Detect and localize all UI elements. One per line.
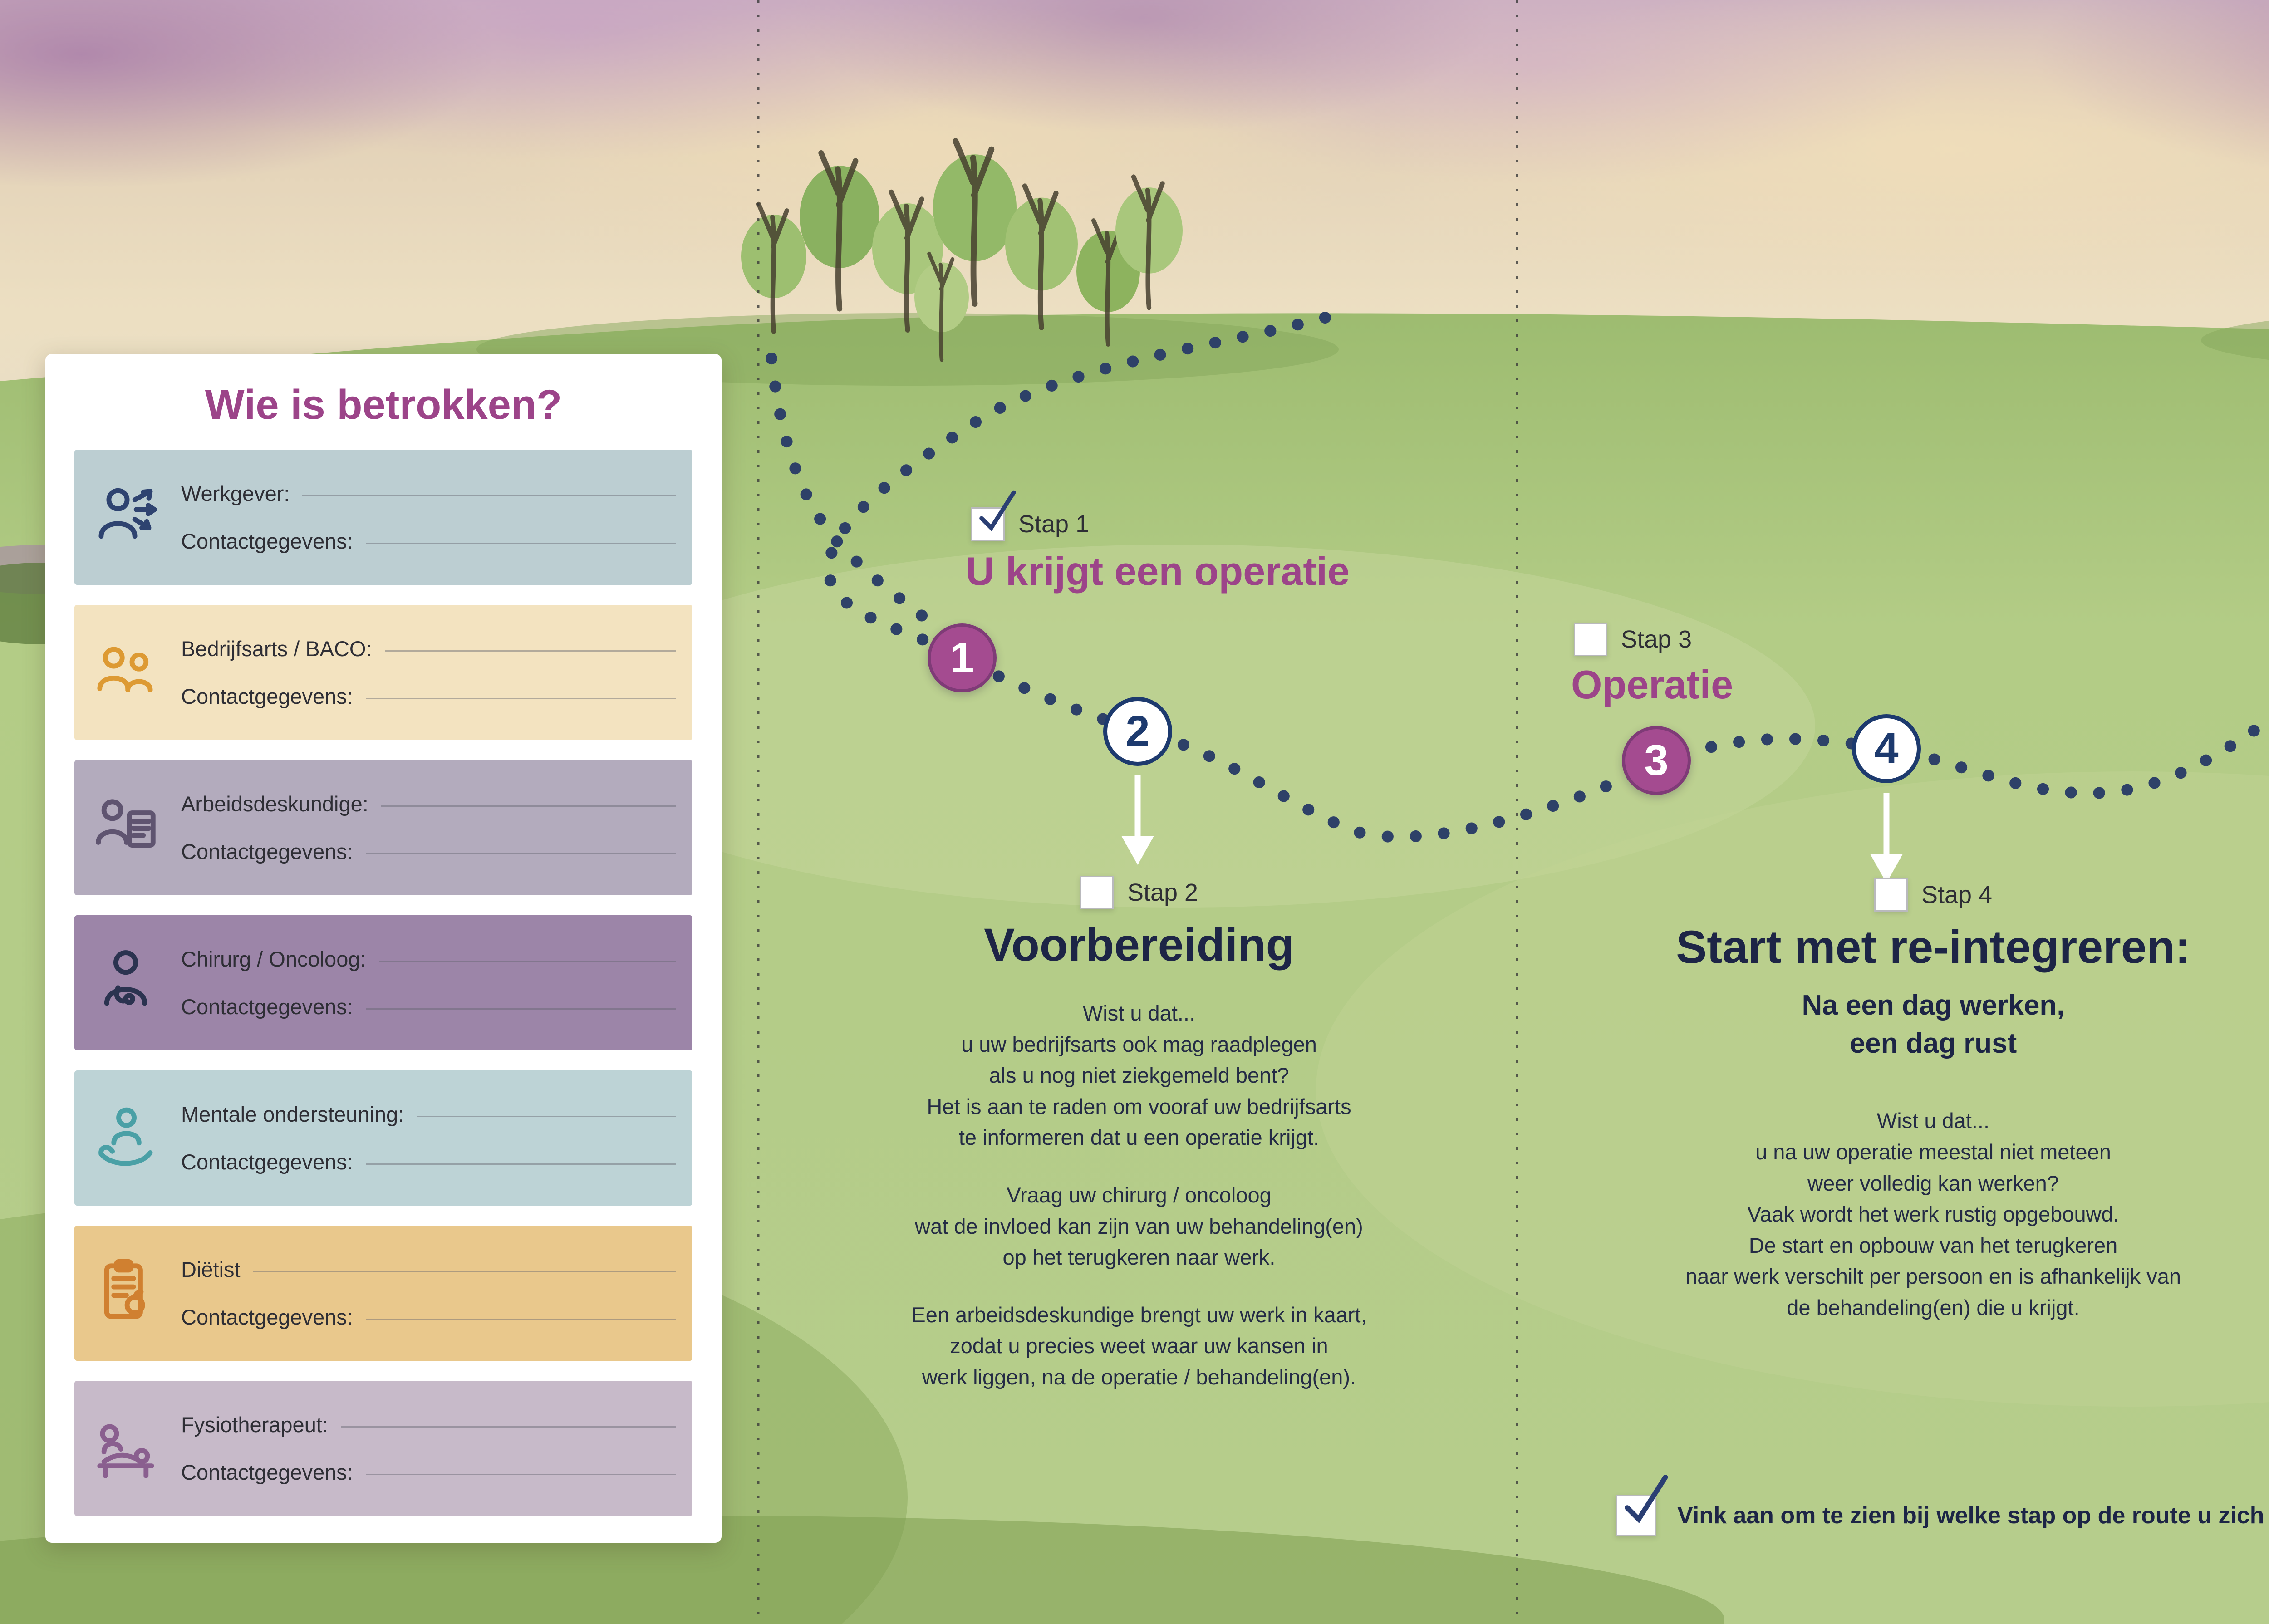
step2-title: Voorbereiding — [984, 919, 1294, 971]
contact-label: Arbeidsdeskundige: — [181, 792, 368, 816]
route-circle-4: 4 — [1852, 714, 1921, 783]
circle-number: 4 — [1874, 724, 1899, 773]
checkmark-icon — [1625, 1475, 1668, 1523]
fill-in-line — [365, 853, 676, 854]
fill-in-line — [417, 1116, 676, 1117]
fill-in-line — [365, 543, 676, 544]
route-legend: Vink aan om te zien bij welke stap op de… — [1616, 1475, 2269, 1536]
arrow-down-icon — [1121, 775, 1903, 883]
fill-in-line — [302, 495, 676, 496]
step2-checkbox[interactable] — [1080, 876, 1114, 909]
step4-subtitle: Na een dag werken, een dag rust — [1802, 990, 2065, 1059]
employer-icon — [87, 479, 164, 556]
fill-in-line — [340, 1426, 676, 1428]
contact-details-label: Contactgegevens: — [181, 995, 353, 1019]
legend-checkbox[interactable] — [1616, 1475, 1668, 1536]
fill-in-line — [365, 1163, 676, 1165]
step3-checkbox[interactable] — [1574, 623, 1607, 656]
fill-in-line — [365, 1474, 676, 1475]
contact-card-bedrijfsarts: Bedrijfsarts / BACO: Contactgegevens: — [74, 605, 692, 740]
contact-label: Werkgever: — [181, 481, 290, 505]
contact-card-mentale-ondersteuning: Mentale ondersteuning: Contactgegevens: — [74, 1070, 692, 1206]
step1-title: U krijgt een operatie — [966, 549, 1350, 594]
dietitian-icon — [87, 1255, 164, 1332]
step2-checkbox-row: Stap 2 — [1080, 876, 1198, 909]
contact-label: Bedrijfsarts / BACO: — [181, 637, 372, 661]
fill-in-line — [384, 650, 676, 652]
fill-in-line — [365, 1319, 676, 1320]
legend-text: Vink aan om te zien bij welke stap op de… — [1677, 1502, 2269, 1529]
contact-label: Mentale ondersteuning: — [181, 1102, 404, 1126]
step4-label: Stap 4 — [1921, 881, 1993, 908]
contact-label: Fysiotherapeut: — [181, 1413, 328, 1437]
contact-card-chirurg: Chirurg / Oncoloog: Contactgegevens: — [74, 915, 692, 1050]
contact-details-label: Contactgegevens: — [181, 839, 353, 864]
contact-label: Diëtist — [181, 1257, 241, 1281]
step2-paragraph: Wist u dat... u uw bedrijfsarts ook mag … — [927, 1001, 1351, 1150]
contact-details-label: Contactgegevens: — [181, 1305, 353, 1329]
contact-details-label: Contactgegevens: — [181, 1460, 353, 1484]
contact-card-dietist: Diëtist Contactgegevens: — [74, 1226, 692, 1361]
fill-in-line — [378, 961, 676, 962]
fill-in-line — [365, 1008, 676, 1010]
contact-details-label: Contactgegevens: — [181, 684, 353, 708]
step4-checkbox-row: Stap 4 — [1874, 878, 1992, 912]
surgeon-icon — [87, 944, 164, 1021]
route-circle-1: 1 — [928, 623, 997, 692]
contact-card-werkgever: Werkgever: Contactgegevens: — [74, 450, 692, 585]
circle-number: 3 — [1644, 736, 1669, 785]
contact-details-label: Contactgegevens: — [181, 529, 353, 553]
involved-title: Wie is betrokken? — [205, 382, 562, 428]
step4-block: Stap 4 Start met re-integreren: Na een d… — [1611, 878, 2255, 1324]
fill-in-line — [253, 1271, 676, 1272]
contact-details-label: Contactgegevens: — [181, 1150, 353, 1174]
step1-checkbox[interactable] — [971, 490, 1016, 541]
route-circle-2: 2 — [1103, 697, 1172, 766]
step4-paragraph: Wist u dat... u na uw operatie meestal n… — [1685, 1109, 2181, 1320]
step1-checkbox-row: Stap 1 — [971, 490, 1090, 541]
step2-block: Stap 2 Voorbereiding Wist u dat... u uw … — [837, 876, 1441, 1393]
step3-title: Operatie — [1571, 662, 1734, 707]
involved-panel: Wie is betrokken? Werkgever: Contactgege… — [45, 354, 722, 1543]
step4-checkbox[interactable] — [1874, 878, 1908, 912]
checkmark-icon — [979, 490, 1016, 531]
physiotherapist-icon — [87, 1410, 164, 1487]
contact-card-fysiotherapeut: Fysiotherapeut: Contactgegevens: — [74, 1381, 692, 1516]
step2-paragraph: Een arbeidsdeskundige brengt uw werk in … — [911, 1302, 1367, 1389]
step4-title: Start met re-integreren: — [1676, 921, 2190, 973]
step2-paragraph: Vraag uw chirurg / oncoloog wat de invlo… — [915, 1183, 1363, 1270]
fill-in-line — [365, 698, 676, 699]
contact-card-arbeidsdeskundige: Arbeidsdeskundige: Contactgegevens: — [74, 760, 692, 895]
step1-label: Stap 1 — [1018, 510, 1090, 538]
step3-label: Stap 3 — [1621, 626, 1692, 653]
step3-checkbox-row: Stap 3 — [1574, 623, 1692, 656]
route-circle-3: 3 — [1622, 726, 1691, 795]
labour-expert-icon — [87, 789, 164, 866]
contact-label: Chirurg / Oncoloog: — [181, 947, 366, 971]
step2-label: Stap 2 — [1127, 879, 1198, 906]
mental-support-icon — [87, 1099, 164, 1177]
fill-in-line — [381, 805, 676, 807]
circle-number: 2 — [1125, 707, 1150, 756]
company-doctor-icon — [87, 634, 164, 711]
circle-number: 1 — [950, 633, 974, 682]
